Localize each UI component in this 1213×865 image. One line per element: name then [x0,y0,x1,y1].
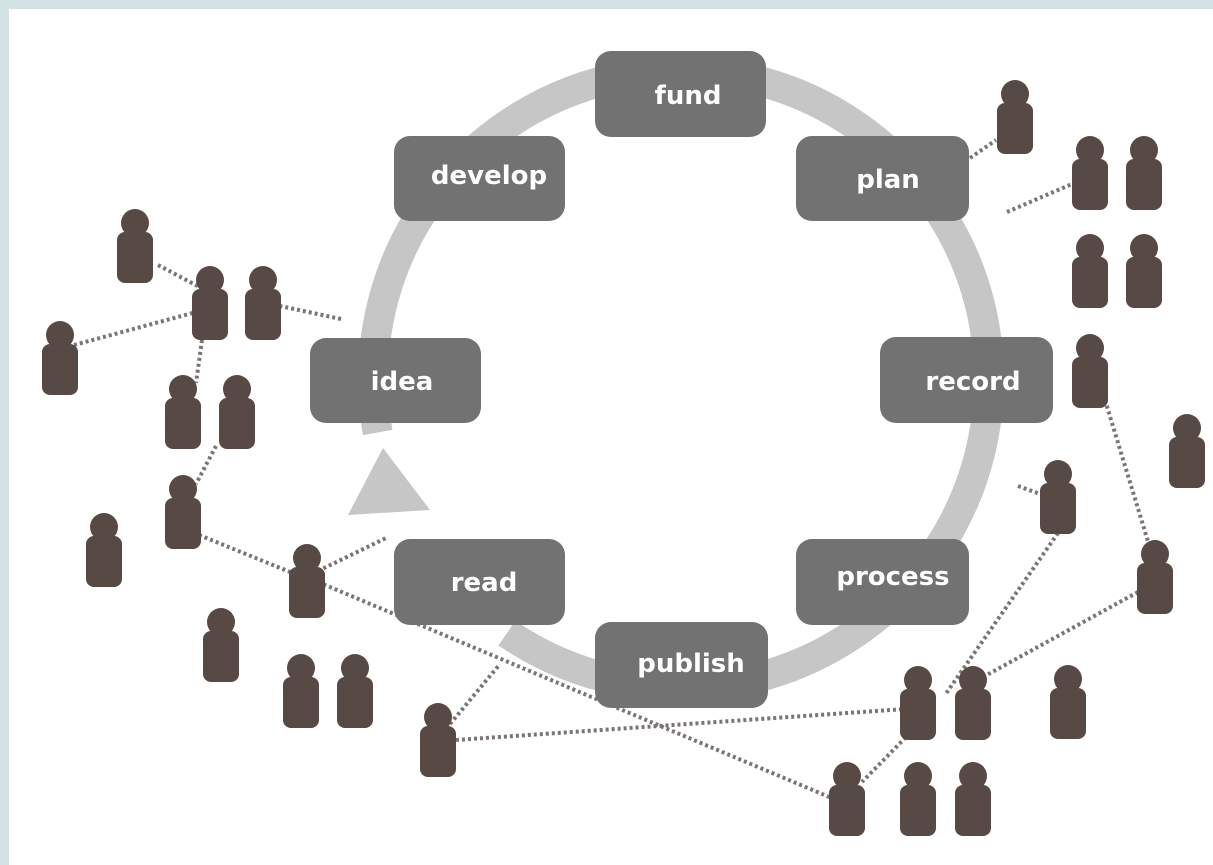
person-icon [165,375,201,449]
person-icon [1137,540,1173,614]
person-icon [192,266,228,340]
stage-process-label: process [836,562,949,592]
person-icon [1072,234,1108,308]
stage-process: process [796,539,969,625]
stage-fund-label: fund [655,81,722,111]
person-icon [829,762,865,836]
person-icon [1050,665,1086,739]
person-icon [1126,234,1162,308]
person-icon [283,654,319,728]
person-icon [900,666,936,740]
person-icon [289,544,325,618]
person-icon [245,266,281,340]
person-icon [337,654,373,728]
people-network [42,80,1205,836]
stage-read-label: read [451,568,518,598]
stage-develop-label: develop [431,161,547,191]
stage-record-label: record [925,367,1020,397]
stage-publish: publish [595,622,768,708]
stage-idea: idea [310,338,481,423]
person-icon [203,608,239,682]
person-icon [1040,460,1076,534]
person-icon [42,321,78,395]
stage-develop: develop [394,136,565,221]
person-icon [86,513,122,587]
person-icon [165,475,201,549]
person-icon [955,762,991,836]
person-icon [955,666,991,740]
stage-record: record [880,337,1053,423]
person-icon [117,209,153,283]
stage-idea-label: idea [371,367,434,397]
person-icon [1169,414,1205,488]
connection-lines [73,138,1152,801]
person-icon [997,80,1033,154]
stage-read: read [394,539,565,625]
person-icon [900,762,936,836]
person-icon [219,375,255,449]
stage-plan: plan [796,136,969,221]
person-icon [1072,136,1108,210]
person-icon [420,703,456,777]
person-icon [1072,334,1108,408]
cycle-arrowhead [348,448,430,515]
person-icon [1126,136,1162,210]
stage-fund: fund [595,51,766,137]
stage-plan-label: plan [856,165,920,195]
stage-publish-label: publish [637,649,745,679]
